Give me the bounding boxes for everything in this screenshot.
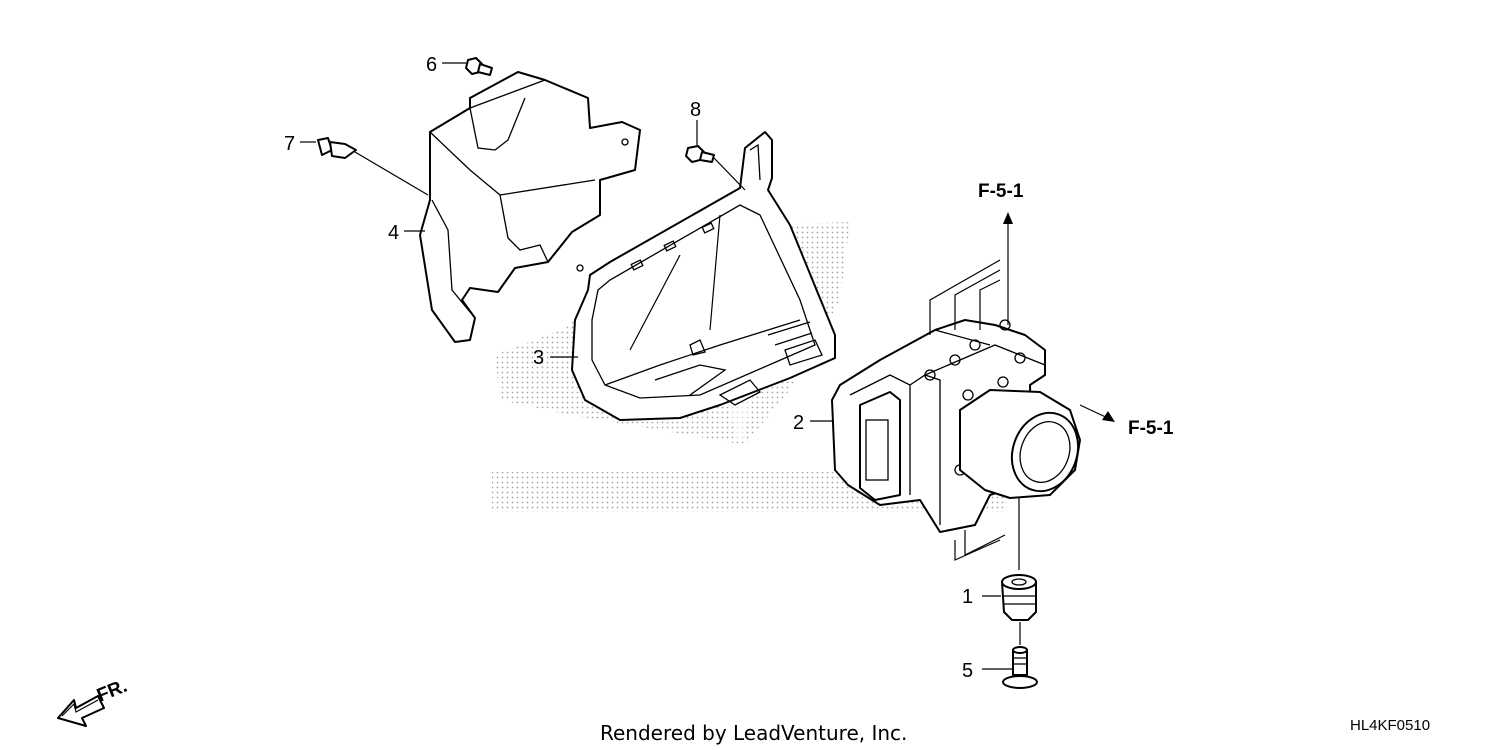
callout-1: 1	[962, 586, 973, 608]
reference-label-top[interactable]: F-5-1	[978, 181, 1024, 202]
callout-4: 4	[388, 222, 399, 244]
part-8-bolt[interactable]	[685, 145, 715, 163]
reference-label-right[interactable]: F-5-1	[1128, 418, 1174, 439]
callout-2: 2	[793, 412, 804, 434]
part-4-cover[interactable]	[419, 71, 641, 343]
callout-6: 6	[426, 54, 437, 76]
callout-5: 5	[962, 660, 973, 682]
direction-label: FR.	[94, 676, 130, 707]
callout-3: 3	[533, 347, 544, 369]
callout-8: 8	[690, 99, 701, 121]
diagram-code: HL4KF0510	[1350, 717, 1430, 734]
reference-arrows	[1003, 212, 1115, 422]
front-direction-arrow: FR.	[57, 676, 130, 727]
part-1-grommet[interactable]	[1001, 574, 1037, 621]
part-5-bolt[interactable]	[1002, 646, 1038, 689]
part-6-bolt[interactable]	[465, 57, 493, 76]
footer-credit: Rendered by LeadVenture, Inc.	[600, 721, 907, 745]
part-2-abs-modulator[interactable]	[831, 319, 1089, 533]
leader-lines	[300, 62, 1113, 670]
part-3-bracket[interactable]	[571, 131, 836, 421]
callout-7: 7	[284, 133, 295, 155]
part-7-clip[interactable]	[317, 137, 357, 159]
